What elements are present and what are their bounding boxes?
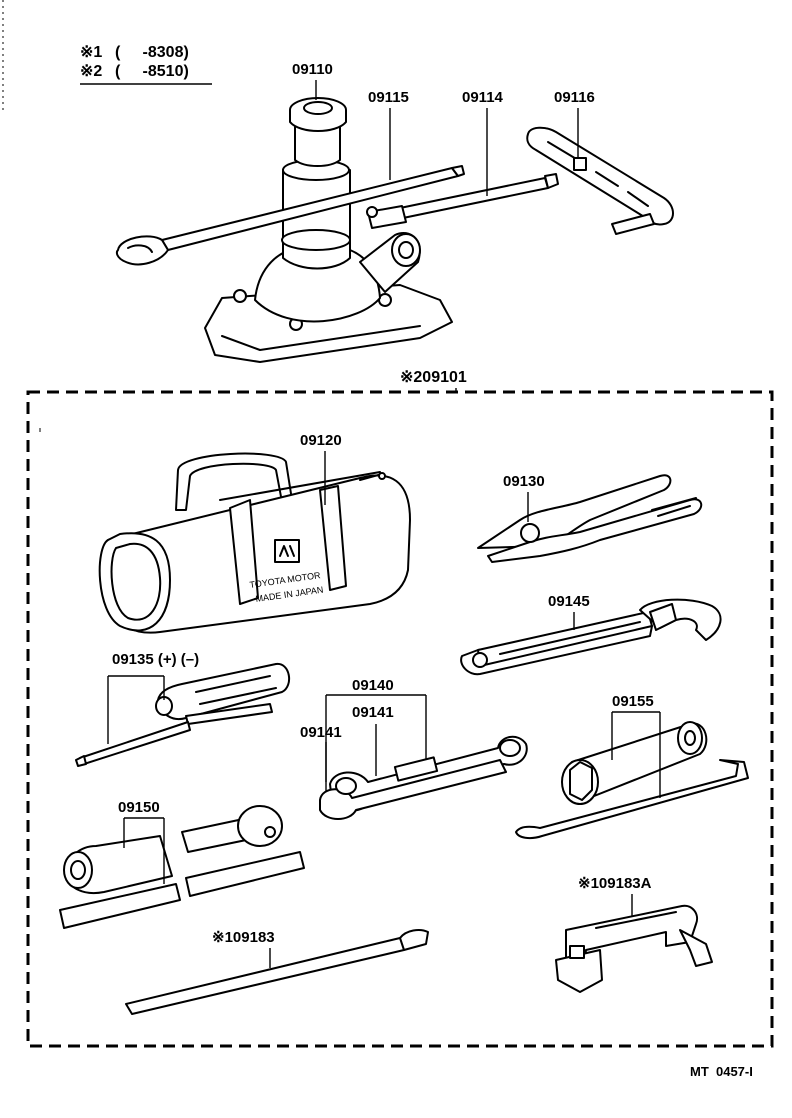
adjustable-wrench-illustration (460, 598, 722, 676)
tool-kit-box (26, 390, 774, 1048)
label-pliers: 09130 (503, 473, 545, 490)
wrench-set-illustration (319, 735, 528, 820)
label-plug-wrench: 09155 (612, 693, 654, 710)
note-2-mark: ※2 (80, 63, 102, 80)
top-labels: 09110 09115 09114 09116 (292, 61, 595, 196)
label-jack-lever: 09116 (554, 89, 595, 106)
plug-wrench-illustration (515, 721, 749, 840)
label-tool-bag: 09120 (300, 432, 342, 449)
screwdriver-illustration (75, 662, 291, 767)
label-extension-bar: 09114 (462, 89, 504, 106)
label-hub-tool: ※109183A (578, 875, 652, 892)
tool-bag-illustration: TOYOTA MOTOR MADE IN JAPAN (98, 452, 411, 634)
jack-illustration (204, 97, 453, 363)
label-screwdriver: 09135 (+) (–) (112, 651, 199, 668)
hub-tool-illustration (555, 904, 713, 993)
applicability-notes: ※1 ( -8308) ※2 ( -8510) (80, 44, 212, 85)
note-1-mark: ※1 (80, 44, 102, 61)
diagram-code: MT 0457-I (690, 1064, 753, 1079)
note-2-range: ( -8510) (115, 63, 189, 80)
jack-handle-illustration (116, 165, 465, 266)
label-jack: 09110 (292, 61, 333, 78)
label-wrench-set: 09140 (352, 677, 394, 694)
label-wrench-a: 09141 (300, 724, 342, 741)
label-wrench-b: 09141 (352, 704, 394, 721)
label-lug-bar: ※109183 (212, 929, 275, 946)
label-jack-handle: 09115 (368, 89, 409, 106)
note-1-range: ( -8308) (115, 44, 189, 61)
kit-label: ※209101 (400, 369, 467, 386)
lug-bar-illustration (125, 929, 429, 1015)
pliers-illustration (477, 474, 703, 563)
label-adjustable-wrench: 09145 (548, 593, 590, 610)
extension-bar-illustration (366, 173, 559, 229)
jack-lever-illustration (526, 126, 674, 235)
socket-wrench-illustration (59, 805, 305, 929)
label-socket-wrench: 09150 (118, 799, 160, 816)
